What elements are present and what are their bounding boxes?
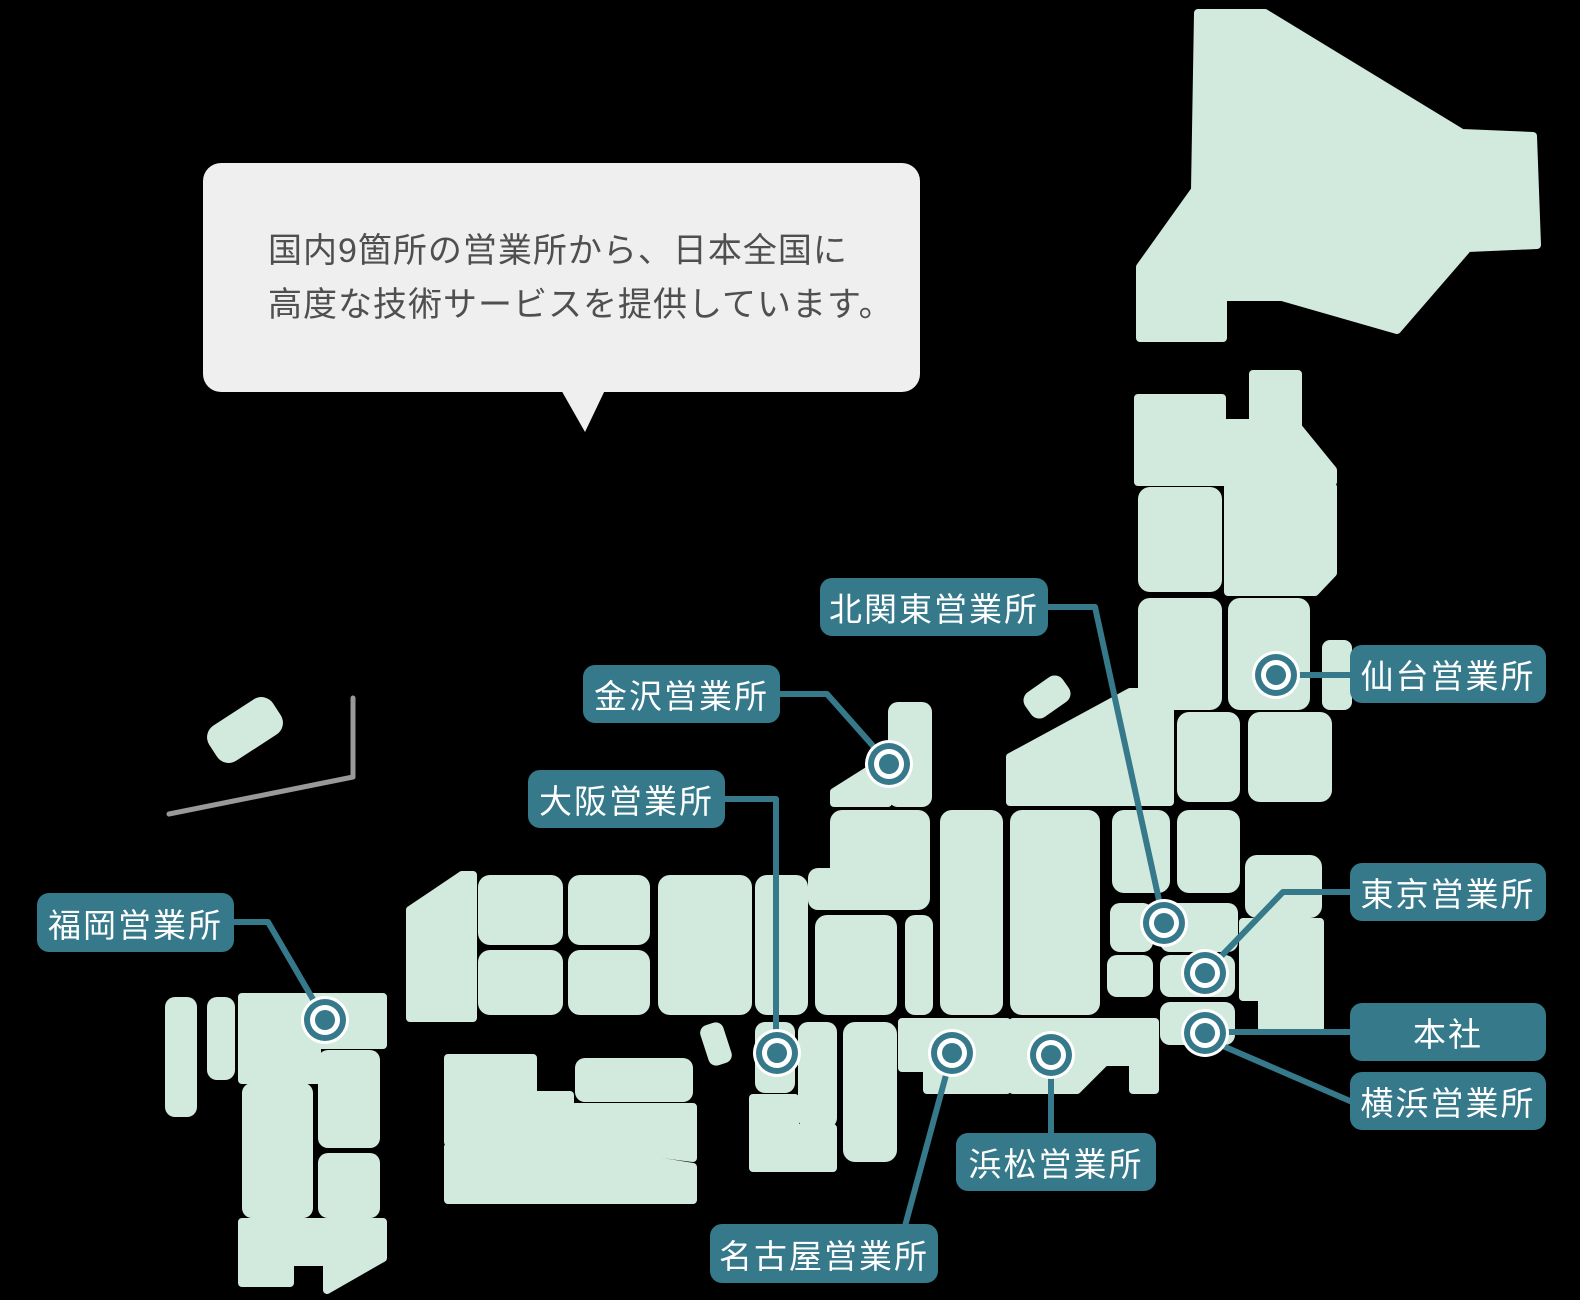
map-region [575, 1058, 693, 1102]
leader-line-kanazawa [777, 691, 892, 767]
office-marker-honsha[interactable] [1181, 1009, 1229, 1057]
map-region-awaji [700, 1022, 732, 1066]
marker-ring [942, 1043, 962, 1063]
map-region [1245, 855, 1322, 918]
office-label-text: 名古屋営業所 [719, 1237, 929, 1275]
office-label-text: 大阪営業所 [539, 783, 714, 820]
office-marker-kanazawa[interactable] [865, 740, 913, 788]
leader-line-nagoya [902, 1050, 955, 1229]
marker-ring [879, 754, 899, 774]
map-region [905, 915, 933, 1015]
office-label-kitakanto[interactable]: 北関東営業所 [820, 578, 1048, 636]
leader-lines [231, 604, 1353, 1229]
map-region-chiba [1239, 918, 1324, 1032]
leader-line-kitakanto [1045, 604, 1167, 926]
office-label-yokohama[interactable]: 横浜営業所 [1350, 1072, 1546, 1130]
office-label-nagoya[interactable]: 名古屋営業所 [710, 1224, 938, 1283]
leader-line-osaka [722, 796, 779, 1056]
office-label-fukuoka[interactable]: 福岡営業所 [37, 893, 234, 952]
map-region-yamaguchi [406, 871, 477, 1022]
office-label-text: 北関東営業所 [829, 591, 1039, 628]
map-region [830, 810, 930, 910]
map-region-wakayama [749, 1094, 837, 1172]
map-region-kagoshima [238, 1218, 387, 1294]
map-region [165, 997, 197, 1117]
map-region [444, 1143, 697, 1204]
map-region-sado [1023, 675, 1071, 719]
map-region [1138, 487, 1222, 592]
map-region [940, 810, 1003, 1015]
map-region [1107, 955, 1153, 997]
office-label-kanazawa[interactable]: 金沢営業所 [583, 665, 780, 723]
leader-line-yokohama [1206, 1037, 1353, 1104]
map-region [808, 868, 854, 910]
office-marker-kitakanto[interactable] [1140, 899, 1188, 947]
office-label-text: 東京営業所 [1360, 876, 1536, 913]
marker-ring [1266, 665, 1286, 685]
map-region [1177, 712, 1240, 802]
bubble-text-line2: 高度な技術サービスを提供しています。 [268, 285, 894, 324]
map-region [478, 875, 563, 945]
map-region [478, 950, 563, 1015]
okinawa-divider-line [166, 695, 356, 817]
office-label-text: 仙台営業所 [1360, 658, 1536, 695]
leader-line-tokyo [1202, 889, 1353, 976]
office-marker-sendai[interactable] [1252, 651, 1300, 699]
marker-ring [315, 1010, 335, 1030]
map-region [1248, 712, 1332, 802]
office-marker-osaka[interactable] [753, 1029, 801, 1077]
map-region [1177, 810, 1240, 893]
map-region [207, 997, 235, 1080]
office-label-text: 金沢営業所 [594, 678, 769, 715]
office-label-text: 浜松営業所 [968, 1146, 1144, 1183]
marker-ring [1195, 963, 1215, 983]
office-marker-tokyo[interactable] [1181, 949, 1229, 997]
marker-ring [1041, 1045, 1061, 1065]
map-region [1224, 483, 1337, 596]
office-marker-hamamatsu[interactable] [1027, 1031, 1075, 1079]
map-region [568, 950, 650, 1015]
office-label-text: 横浜営業所 [1360, 1085, 1536, 1122]
office-label-sendai[interactable]: 仙台営業所 [1350, 645, 1546, 703]
office-label-tokyo[interactable]: 東京営業所 [1350, 863, 1546, 921]
bubble-text-line1: 国内9箇所の営業所から、日本全国に [268, 231, 848, 270]
intro-speech-bubble: 国内9箇所の営業所から、日本全国に 高度な技術サービスを提供しています。 [203, 163, 920, 392]
office-label-text: 福岡営業所 [48, 906, 223, 944]
map-region-hokkaido [1136, 9, 1541, 342]
marker-ring [1154, 913, 1174, 933]
map-region [1010, 810, 1100, 1015]
map-region-mie [843, 1022, 897, 1162]
leader-line-fukuoka [231, 919, 328, 1023]
map-region [1134, 370, 1337, 486]
map-region [1138, 598, 1222, 710]
map-region [815, 915, 897, 1015]
office-label-honsha[interactable]: 本社 [1350, 1003, 1546, 1061]
office-label-text: 本社 [1413, 1016, 1483, 1053]
map-region [242, 1083, 313, 1218]
map-region [755, 875, 808, 1015]
office-label-hamamatsu[interactable]: 浜松営業所 [956, 1133, 1156, 1191]
map-region [658, 875, 752, 1015]
marker-ring [1195, 1023, 1215, 1043]
map-region [318, 1050, 380, 1148]
map-region [444, 1054, 574, 1146]
map-region [568, 875, 650, 945]
map-region [318, 1153, 380, 1218]
office-markers [301, 651, 1300, 1079]
office-marker-nagoya[interactable] [928, 1029, 976, 1077]
office-label-osaka[interactable]: 大阪営業所 [528, 770, 725, 828]
office-marker-fukuoka[interactable] [301, 996, 349, 1044]
map-region-kochi [571, 1103, 697, 1162]
map-region-okinawa [207, 697, 283, 763]
marker-ring [767, 1043, 787, 1063]
map-region [798, 1022, 837, 1128]
